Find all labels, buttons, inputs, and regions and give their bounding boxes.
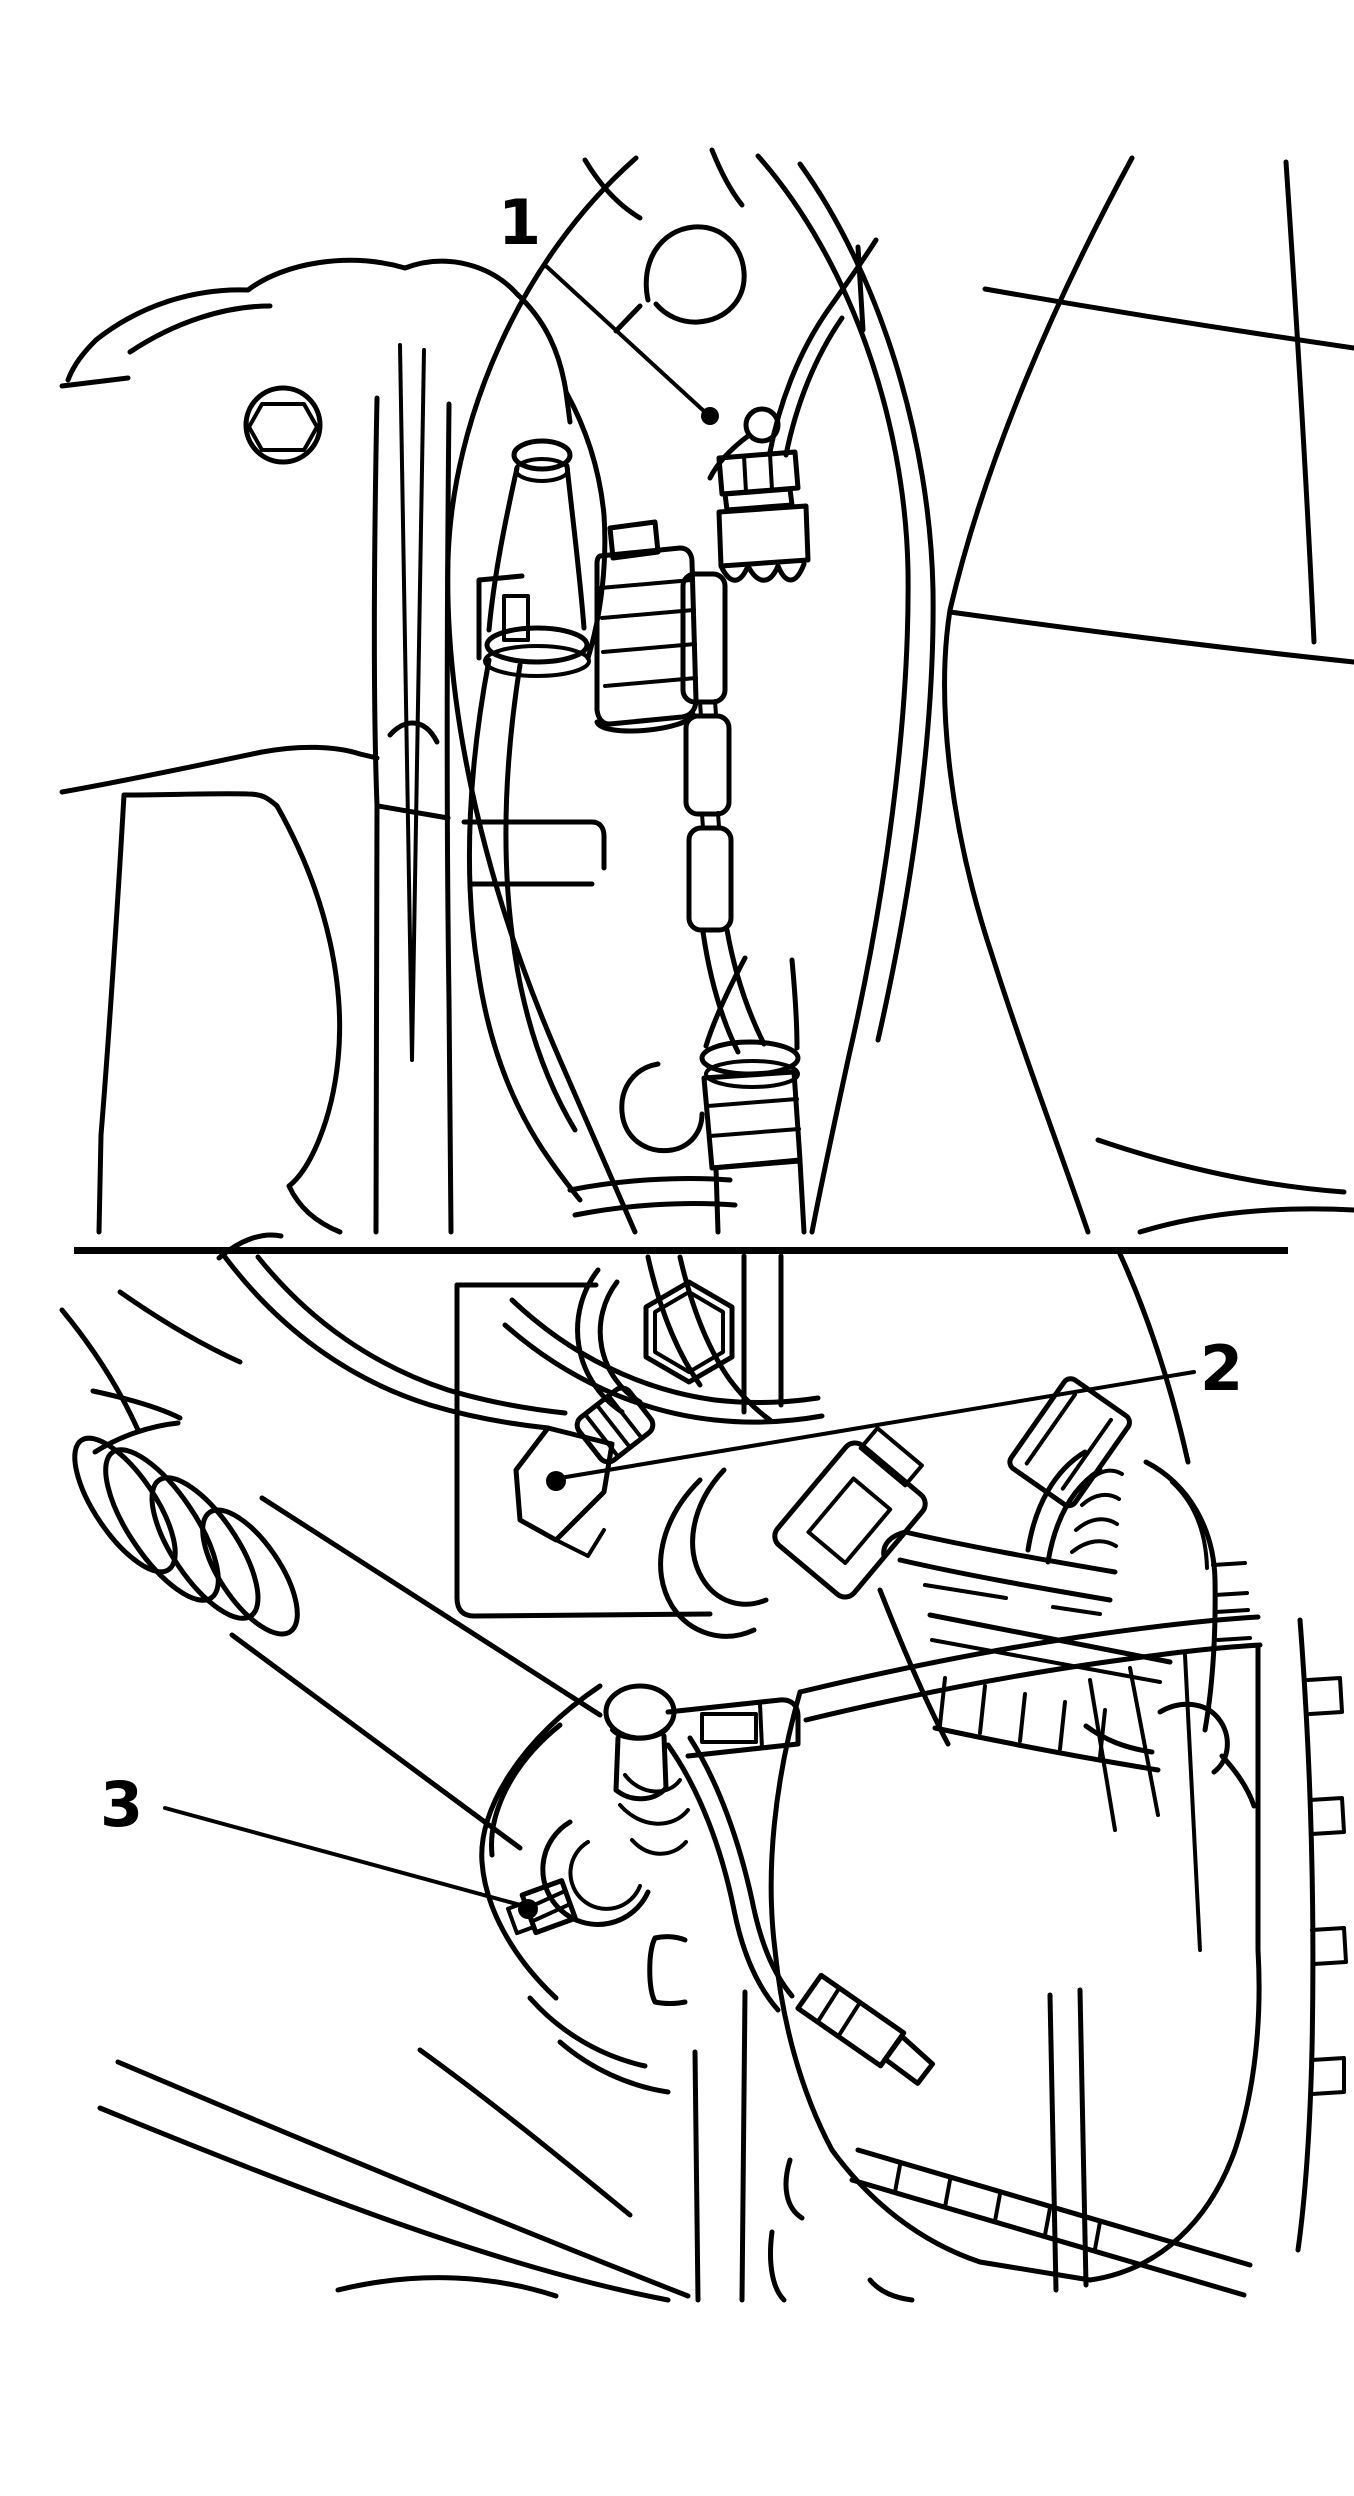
caliper-body	[692, 1529, 1263, 2303]
fender-arc	[1117, 1251, 1191, 1465]
cv-boot-axle	[72, 1435, 603, 1851]
cv-joint-dome-rotor	[1025, 1251, 1348, 2253]
lower-control-arm	[97, 2047, 691, 2303]
callout-1-label: 1	[498, 186, 541, 259]
callout-2-leader	[558, 1370, 1196, 1480]
callout-2-label: 2	[1200, 1332, 1243, 1405]
callout-1-leader	[544, 264, 708, 415]
caliper-c-mark	[647, 1934, 688, 2006]
callout-1: 1	[498, 186, 719, 425]
hex-bolt-icon	[243, 385, 323, 465]
panel-lower-brake-caliper: 2 3	[59, 1251, 1348, 2303]
fender-strut-lines	[942, 155, 1354, 1235]
callout-3-label: 3	[100, 1768, 143, 1841]
caliper-bolt	[502, 1267, 825, 1425]
hose-end-fitting	[795, 1972, 936, 2086]
panel-divider	[74, 1247, 1288, 1254]
wheel-arch-hoses	[445, 147, 936, 1235]
harness-connector	[594, 519, 699, 734]
knuckle-plate	[454, 1253, 784, 1619]
axle-lower-edge	[229, 1632, 523, 1851]
callout-2-dot	[546, 1471, 566, 1491]
brake-pipe-fitting	[707, 237, 879, 583]
body-structure-lines	[59, 744, 607, 1261]
left-hose-run	[466, 657, 583, 1203]
bleeder-valve	[506, 1878, 578, 1936]
axle-upper-edge	[259, 1495, 603, 1718]
callout-3: 3	[100, 1768, 538, 1919]
caliper-pin-cap	[603, 1683, 801, 1856]
callout-2: 2	[546, 1332, 1243, 1491]
wheel-liner-curls	[59, 1289, 243, 1455]
lower-hose-connector	[567, 955, 807, 1235]
upper-hose-connector	[476, 438, 591, 678]
callout-3-dot	[518, 1899, 538, 1919]
harness-sleeve-segments	[680, 571, 767, 1055]
caliper-boss-bleeder	[479, 1683, 671, 2095]
brake-hose	[647, 1735, 936, 2086]
callout-3-leader	[163, 1806, 526, 1908]
strut-bracket	[59, 257, 608, 1235]
callout-1-dot	[701, 407, 719, 425]
hose-bracket-arm	[222, 1254, 773, 1558]
panel-upper-brake-pipe: 1	[59, 147, 1354, 1261]
